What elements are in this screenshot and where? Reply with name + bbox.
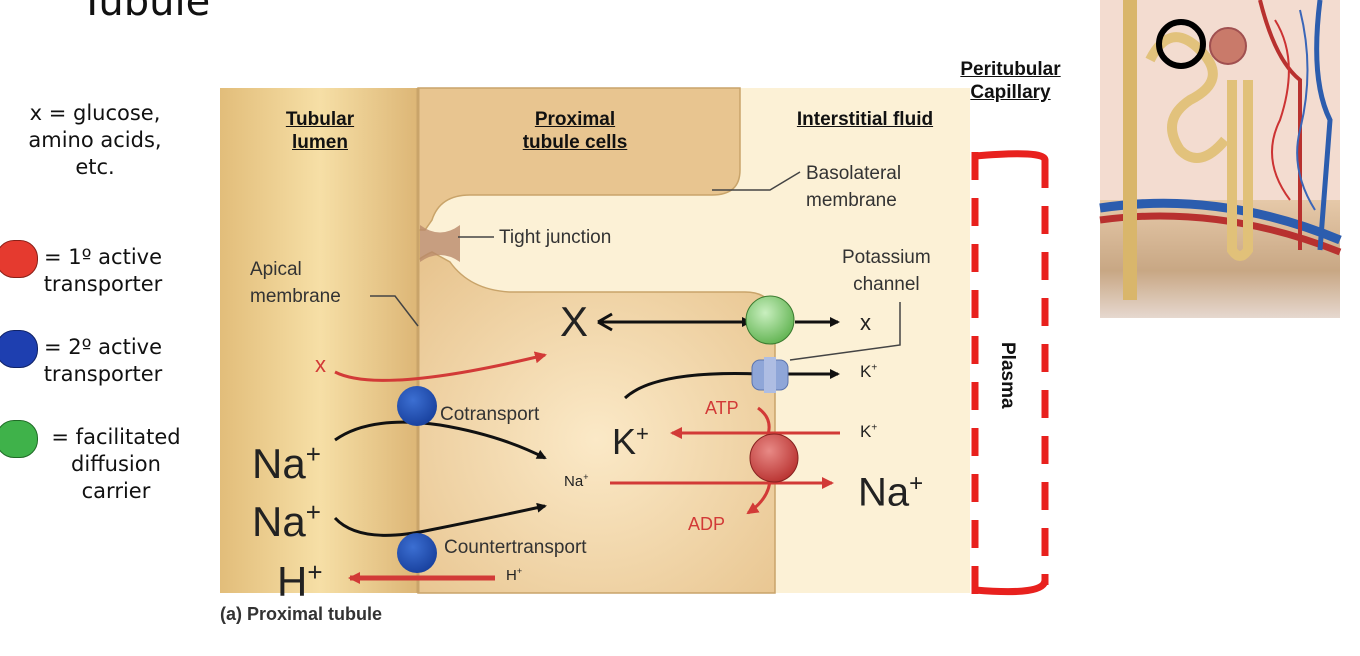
cotransporter <box>397 386 437 426</box>
atp-label: ATP <box>705 398 739 418</box>
h-cell-charge: + <box>516 566 523 576</box>
header-tubular-lumen: Tubular lumen <box>260 108 380 154</box>
na-cell-label: Na+ <box>564 472 588 490</box>
x-uptake-arrow <box>334 351 547 382</box>
plasma-label: Plasma <box>997 342 1018 409</box>
na-symbol-1: Na <box>252 440 306 487</box>
na-charge-1: + <box>305 439 321 469</box>
k-out-charge-1: + <box>871 362 878 374</box>
na-cell-charge: + <box>583 472 589 482</box>
k-cell-label: K+ <box>612 412 649 464</box>
header-tubular-lumen-line1: Tubular <box>285 109 355 130</box>
figure-caption: (a) Proximal tubule <box>220 604 383 624</box>
tubular-lumen-area <box>220 88 420 593</box>
potassium-line2: channel <box>853 274 920 295</box>
k-cell-charge: + <box>636 421 649 446</box>
potassium-channel <box>751 357 789 393</box>
apical-line1: Apical <box>250 259 302 280</box>
basolateral-line1: Basolateral <box>806 163 902 184</box>
k-out-label-1: K+ <box>860 362 877 382</box>
na-cotransport-label: Na+ <box>252 432 321 486</box>
h-lumen-label: H+ <box>277 550 323 604</box>
header-interstitial-fluid: Interstitial fluid <box>796 109 934 130</box>
cotransport-label: Cotransport <box>440 404 540 425</box>
x-interstitial-label: x <box>860 310 871 335</box>
header-peritubular-capillary: Peritubular Capillary <box>938 58 1083 104</box>
k-out-symbol-2: K <box>860 422 872 441</box>
facilitated-carrier <box>745 295 795 345</box>
na-cotransport-arrow <box>334 420 547 460</box>
legend-secondary: = 2º active transporter <box>28 334 178 388</box>
page-title: Tubule <box>80 0 211 25</box>
legend-x-line1: x = glucose, <box>29 101 161 125</box>
potassium-line1: Potassium <box>842 247 931 268</box>
h-cell-label: H+ <box>506 566 522 584</box>
legend-facilitated: = facilitated diffusion carrier <box>36 424 196 505</box>
h-symbol: H <box>277 558 308 605</box>
legend-secondary-swatch <box>0 330 38 368</box>
na-interstitial-label: Na+ <box>858 462 923 514</box>
header-proximal-tubule-cells: Proximal tubule cells <box>490 108 660 154</box>
h-charge: + <box>307 557 323 587</box>
na-k-pump <box>749 433 799 483</box>
apical-line2: membrane <box>250 286 341 307</box>
k-cell-symbol: K <box>612 421 637 462</box>
k-out-charge-2: + <box>871 422 878 434</box>
header-tubular-lumen-line2: lumen <box>292 132 348 153</box>
legend-primary-line1: = 1º active <box>43 245 163 269</box>
h-cell-symbol: H <box>506 567 517 584</box>
tight-junction-label: Tight junction <box>499 227 612 248</box>
legend-facilitated-line2: diffusion <box>71 452 161 476</box>
na-charge-2: + <box>305 497 321 527</box>
legend-primary-line2: transporter <box>43 272 163 296</box>
legend-secondary-line1: = 2º active <box>43 335 163 359</box>
legend-x-definition: x = glucose, amino acids, etc. <box>0 100 190 181</box>
na-out-charge: + <box>909 470 924 497</box>
potassium-channel-label: Potassium channel <box>842 244 931 298</box>
x-cell-label: X <box>560 298 589 345</box>
header-peritubular-line2: Capillary <box>970 82 1051 103</box>
na-symbol-2: Na <box>252 498 306 545</box>
legend-facilitated-swatch <box>0 420 38 458</box>
na-out-symbol: Na <box>858 470 910 515</box>
countertransport-label: Countertransport <box>444 537 587 558</box>
k-efflux-arrow <box>623 369 840 400</box>
apical-membrane-label: Apical membrane <box>250 256 341 310</box>
legend-secondary-line2: transporter <box>43 362 163 386</box>
legend-primary-swatch <box>0 240 38 278</box>
legend-facilitated-line3: carrier <box>81 479 151 503</box>
k-out-symbol-1: K <box>860 362 872 381</box>
legend-facilitated-line1: = facilitated <box>51 425 181 449</box>
basolateral-membrane-label: Basolateral membrane <box>806 160 901 214</box>
x-lumen-label: x <box>315 352 326 377</box>
header-proximal-line2: tubule cells <box>522 132 628 153</box>
legend-x-line3: etc. <box>75 155 115 179</box>
nephron-thumbnail <box>1099 0 1342 318</box>
na-countertransport-arrow <box>333 502 547 537</box>
na-countertransport-label: Na+ <box>252 490 321 544</box>
countertransporter <box>397 533 437 573</box>
legend-primary: = 1º active transporter <box>28 244 178 298</box>
header-proximal-line1: Proximal <box>534 109 616 130</box>
k-out-label-2: K+ <box>860 422 877 442</box>
header-peritubular-line1: Peritubular <box>960 59 1061 80</box>
legend-x-line2: amino acids, <box>28 128 162 152</box>
upper-tubule-cell <box>417 87 741 231</box>
basolateral-line2: membrane <box>806 190 897 211</box>
tight-junction <box>420 225 460 262</box>
adp-label: ADP <box>688 514 726 534</box>
na-cell-symbol: Na <box>564 473 584 490</box>
